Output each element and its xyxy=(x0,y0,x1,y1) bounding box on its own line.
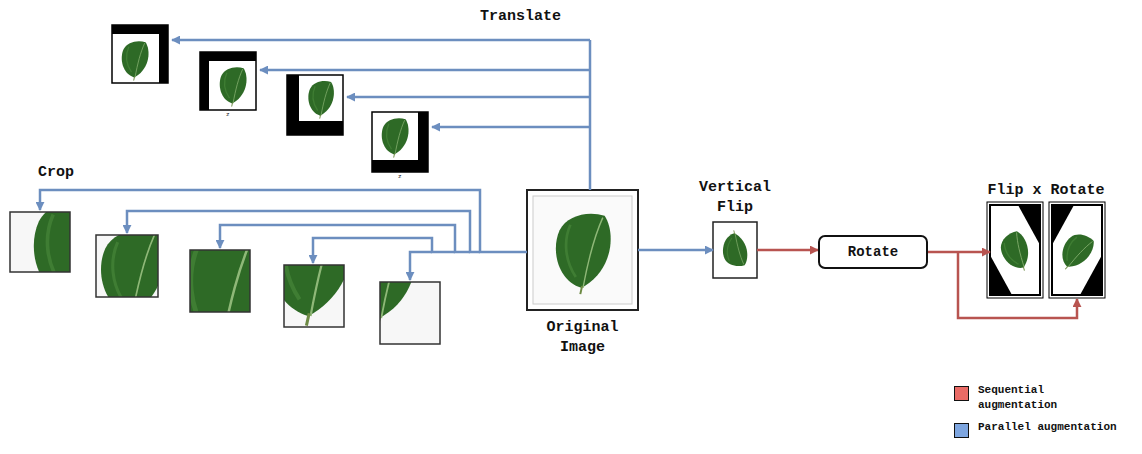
caption-text: Original Image xyxy=(522,318,644,358)
translate-image xyxy=(287,75,343,135)
flipped-image xyxy=(713,222,757,278)
box-text: Rotate xyxy=(848,242,898,262)
edge-arrow xyxy=(638,249,713,252)
legend-text: Sequential augmentation xyxy=(978,383,1128,413)
crop-image xyxy=(173,120,449,396)
process-box: Rotate xyxy=(818,235,928,269)
crop-image xyxy=(269,158,494,383)
caption-text: Flip x Rotate xyxy=(956,181,1136,201)
translate-image xyxy=(112,25,168,83)
artifact-mark: z xyxy=(398,173,402,180)
crop-image xyxy=(65,134,375,444)
legend-swatch xyxy=(954,386,969,401)
artifact-mark: z xyxy=(226,111,230,118)
section-label: Translate xyxy=(480,8,561,25)
image-node: Flip x Rotate xyxy=(990,205,1102,295)
translate-image xyxy=(372,112,428,172)
original-image xyxy=(527,190,638,310)
image-node: Vertical Flip xyxy=(713,222,757,278)
legend-swatch xyxy=(954,423,969,438)
image-node: Original Image xyxy=(527,190,638,310)
rotated-image xyxy=(987,202,1043,298)
section-label: Crop xyxy=(38,164,74,181)
legend-text: Parallel augmentation xyxy=(978,420,1128,435)
parallel-wire xyxy=(172,40,590,190)
parallel-wire xyxy=(40,190,527,280)
sequential-wire xyxy=(958,252,1077,318)
caption-text: Vertical Flip xyxy=(680,178,790,218)
crop-image xyxy=(0,128,190,368)
rotated-image xyxy=(1049,202,1105,298)
edge-arrow xyxy=(757,249,818,252)
translate-image xyxy=(200,52,256,110)
edge-arrow xyxy=(928,251,990,254)
